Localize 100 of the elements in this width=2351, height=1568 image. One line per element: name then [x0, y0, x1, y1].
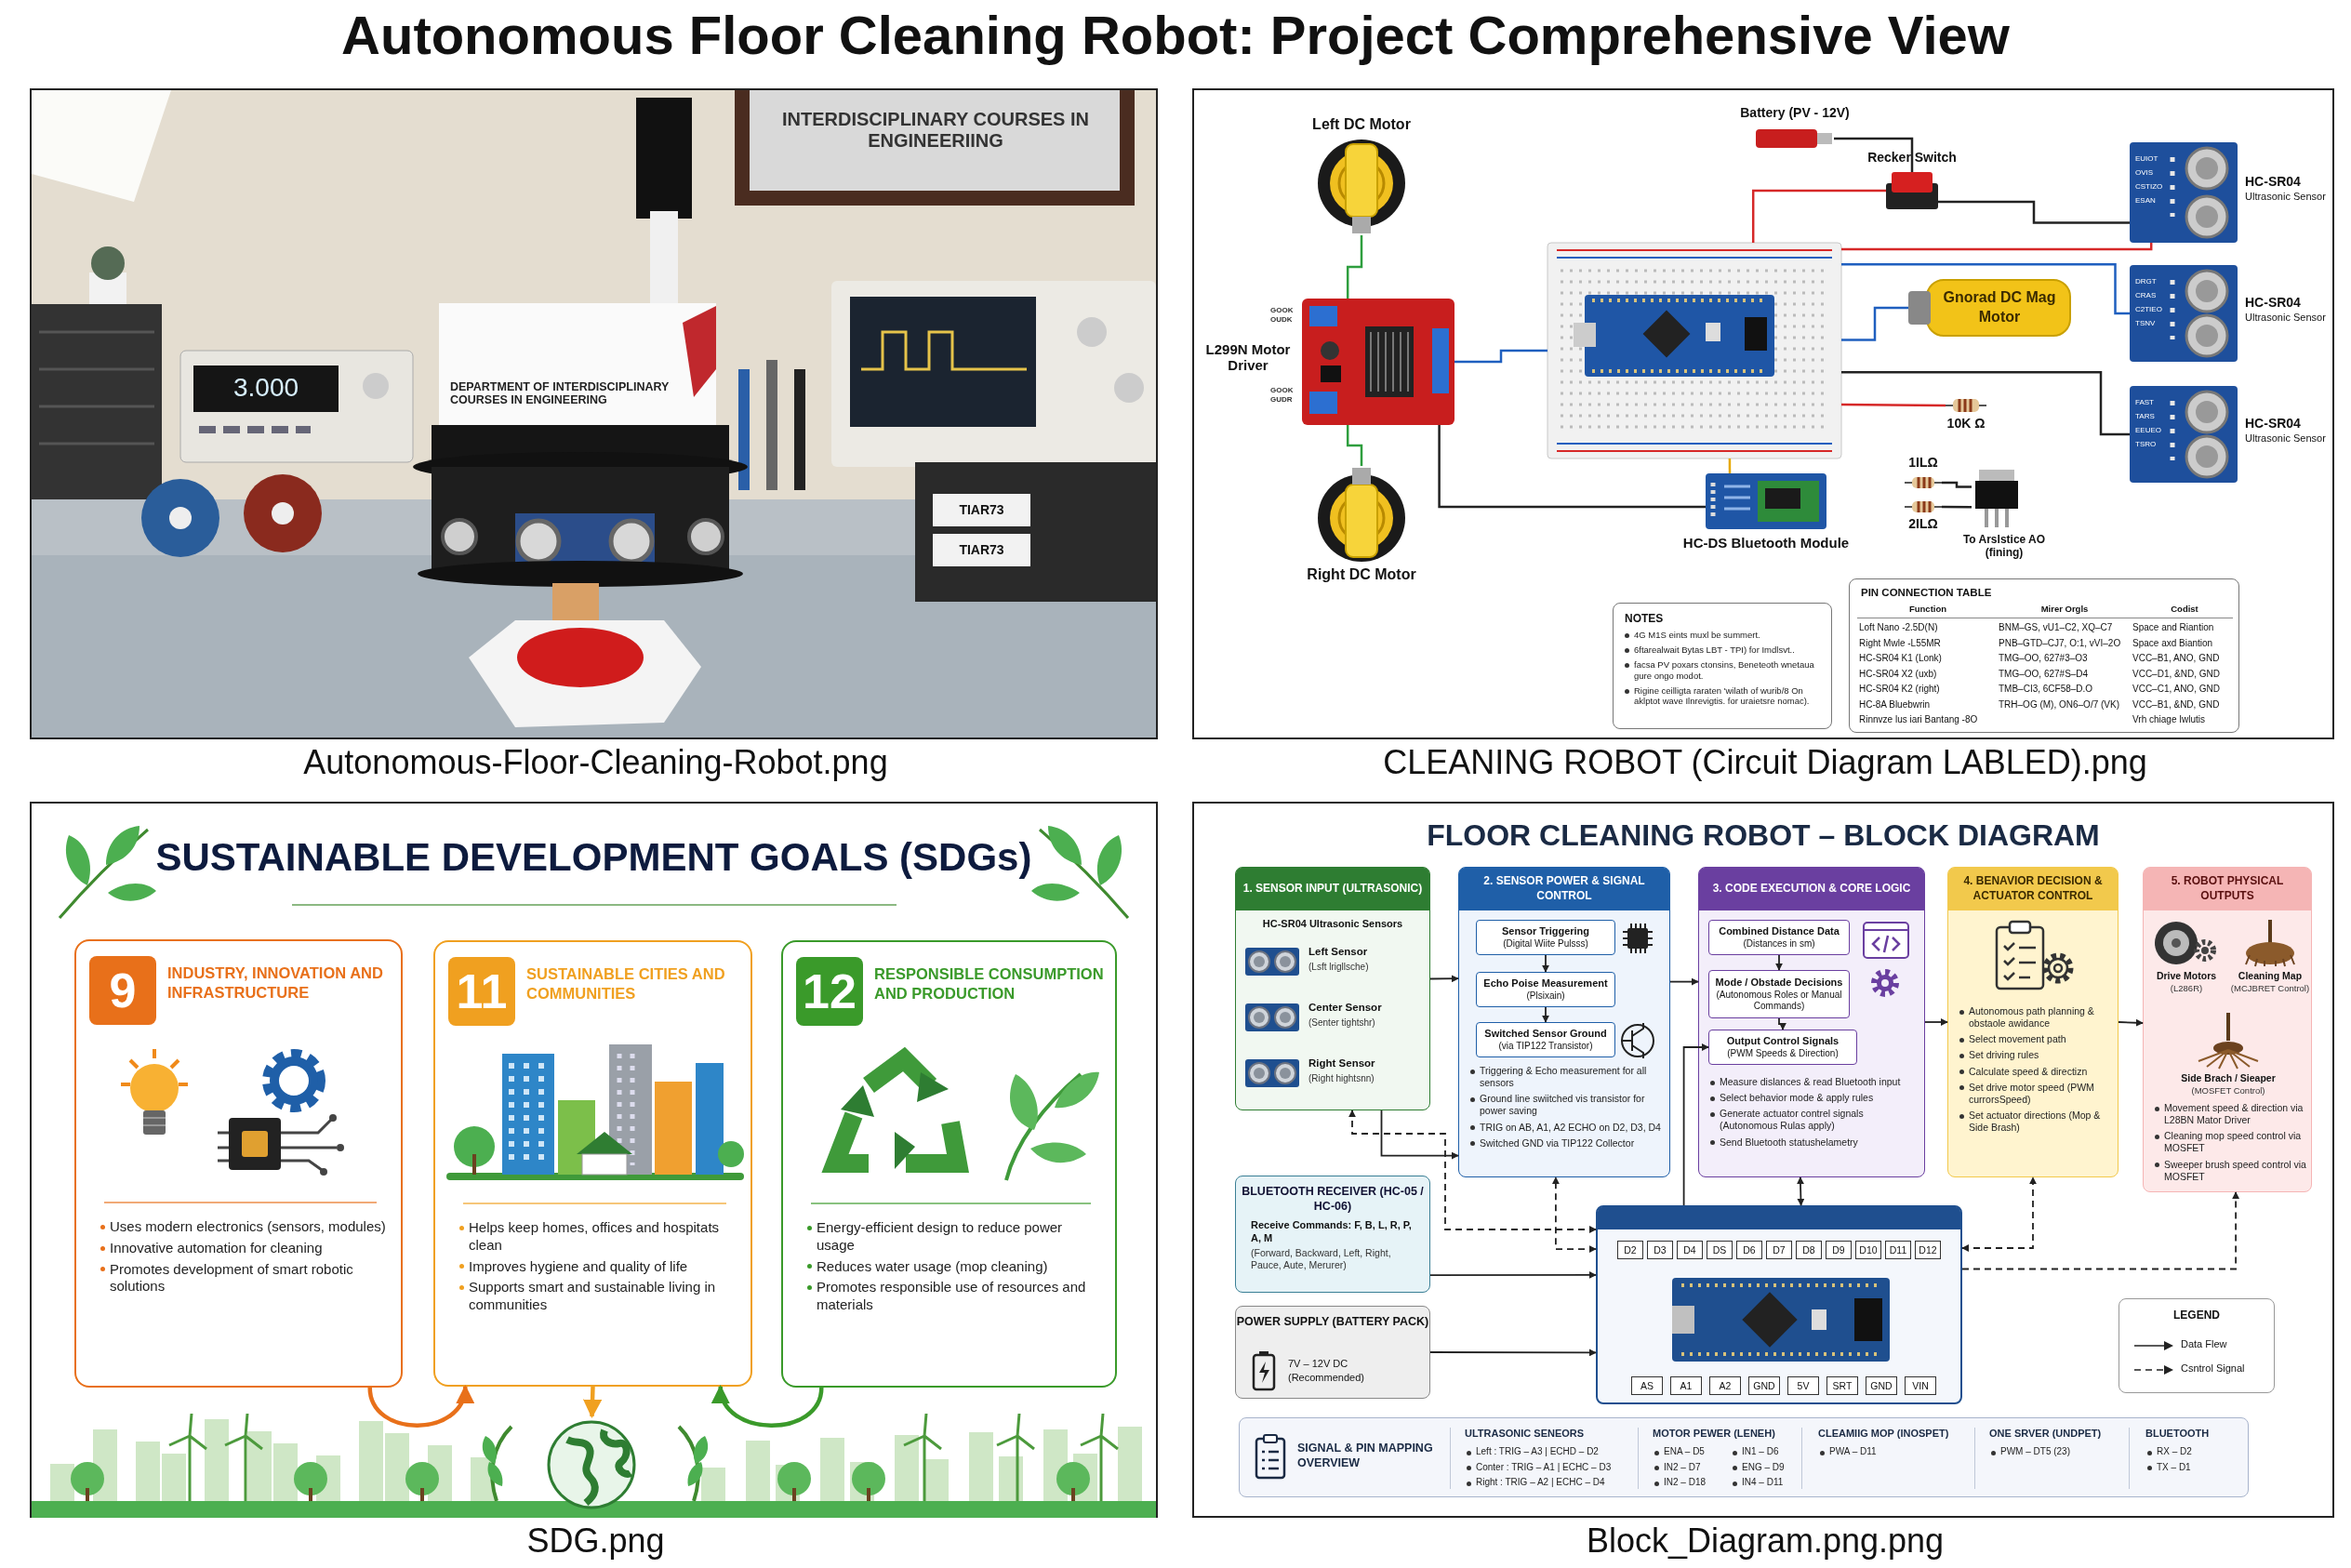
process-detail: (Digital Wiite Pulsss)	[1503, 937, 1588, 950]
item-detail: (MCJBRET Control)	[2229, 983, 2311, 993]
terminal-label: GOOK GUDR	[1270, 386, 1295, 405]
process-detail: (via TIP122 Transistor)	[1498, 1040, 1593, 1052]
pin-label: VIN	[1905, 1376, 1936, 1395]
image-caption: Block_Diagram.png.png	[1585, 1521, 1946, 1561]
arrow	[1961, 1191, 2240, 1270]
process-title: Switched Sensor Ground	[1484, 1028, 1607, 1041]
bullet-text: IN1 – D6	[1731, 1446, 1809, 1458]
wire	[1834, 137, 1914, 172]
stage-header: 3. CODE EXECUTION & CORE LOGIC	[1699, 868, 1924, 910]
component-label: 10K Ω	[1946, 416, 1986, 431]
box-heading: BLUETOOTH RECEIVER (HC-05 / HC-06)	[1241, 1184, 1425, 1215]
arrow	[1541, 1006, 1550, 1023]
wire	[1938, 200, 2130, 224]
wire	[1454, 349, 1547, 364]
power-supply-box	[1235, 1306, 1430, 1399]
pin-label: D10	[1855, 1241, 1881, 1259]
bullet-text: Generate actuator contrel signals (Autonomous Rulas apply)	[1708, 1108, 1920, 1133]
component-label: 2ILΩ	[1907, 516, 1939, 531]
command-list: Receive Commands: F, B, L, R, P, A, M	[1251, 1219, 1422, 1245]
bullet-text: Set driving rules	[1958, 1049, 2114, 1062]
goal-heading: SUSTAINABLE CITIES AND COMMUNITIES	[526, 964, 726, 1004]
command-detail: (Forward, Backward, Left, Right, Pauce, Aute, Merurer)	[1251, 1246, 1392, 1271]
goal-number-badge: 12	[796, 957, 863, 1026]
image-caption: SDG.png	[525, 1521, 666, 1561]
table-cell-text: Space and Riantion	[2132, 622, 2215, 632]
box-heading: POWER SUPPLY (BATTERY PACK)	[1236, 1314, 1429, 1330]
legend-text: Csntrol Signal	[2181, 1362, 2246, 1374]
wire	[1841, 370, 2130, 436]
process-detail: (Plsixain)	[1526, 990, 1565, 1002]
arrow	[1682, 1043, 1709, 1206]
component-label: Left DC Motor	[1311, 116, 1412, 133]
meter-reading: 3.000	[232, 373, 300, 403]
panel-heading: FLOOR CLEANING ROBOT – BLOCK DIAGRAM	[1426, 818, 2101, 853]
bullet-text: Measure dislances & read Bluetooth input	[1708, 1076, 1920, 1089]
bullet-text: Set actuator directions (Mop & Side Brash)	[1958, 1109, 2114, 1135]
bullet-text: TRIG on AB, A1, A2 ECHO on D2, D3, D4	[1468, 1121, 1666, 1134]
bullet-text: Energy-efficient design to reduce power usage	[805, 1219, 1100, 1255]
pin-labels: FAST TARS EEUEO TSRO	[2135, 397, 2162, 450]
bullet-text: TX – D1	[2145, 1461, 2320, 1473]
table-header: Codist	[2170, 604, 2199, 614]
table-cell-text: Vrh chiage Iwlutis	[2132, 714, 2206, 724]
item-detail: (Senter tightshr)	[1308, 1017, 1376, 1028]
bullet-text: Conter : TRIG – A1 | ECHC – D3	[1465, 1461, 1640, 1473]
wire	[1942, 481, 1972, 488]
table-cell-text: VCC–D1, &ND, GND	[2132, 668, 2221, 679]
supply-detail: 7V – 12V DC (Recommended)	[1288, 1357, 1365, 1385]
goal-card	[433, 940, 752, 1387]
process-box	[1708, 1030, 1857, 1065]
legend-text: Data Flew	[2181, 1338, 2228, 1349]
item-title: Cleaning Map	[2237, 970, 2304, 981]
bullet-text: Switched GND via TIP122 Collector	[1468, 1136, 1666, 1149]
process-box	[1708, 920, 1850, 955]
arrow	[1541, 954, 1550, 973]
motor-label: Gnorad DC Mag Motor	[1942, 288, 2057, 326]
item-title: Left Sensor	[1308, 946, 1369, 957]
pin-label: D8	[1796, 1241, 1822, 1259]
pin-label: D9	[1826, 1241, 1852, 1259]
legend-title: LEGEND	[2172, 1309, 2221, 1322]
wire	[1438, 425, 1706, 509]
page-title: Autonomous Floor Cleaning Robot: Project Comprehensive View	[340, 4, 2011, 66]
pin-label: A2	[1709, 1376, 1741, 1395]
table-cell-text: HC-SR04 K2 (right)	[1859, 684, 1941, 694]
arrow	[1380, 1110, 1459, 1160]
bullet-text: Calculate speed & directizn	[1958, 1065, 2114, 1078]
bullet-text: IN2 – D7	[1653, 1461, 1731, 1473]
column-heading: BLUETOOTH	[2145, 1428, 2211, 1439]
stage-header: 5. ROBOT PHYSICAL OUTPUTS	[2144, 868, 2311, 910]
drawer-label: TIAR73	[958, 502, 1005, 517]
bullet-text: Supports smart and sustainable living in communities	[458, 1279, 736, 1314]
table-cell-text: Loft Nano -2.5D(N)	[1859, 622, 1939, 632]
table-cell-text: Right Mwle -L55MR	[1859, 637, 1942, 648]
bullet-text: Select behavior mode & apply rules	[1708, 1092, 1920, 1105]
plaque-text: INTERDISCIPLINARY COURSES IN ENGINEERIING	[780, 109, 1090, 152]
pin-label: D4	[1677, 1241, 1703, 1259]
stage-header: 1. SENSOR INPUT (ULTRASONIC)	[1236, 868, 1429, 910]
bullet-text: 4G M1S eints muxl be summert.	[1623, 630, 1826, 641]
bullet-text: Innovative automation for cleaning	[99, 1239, 386, 1257]
pin-label: A1	[1670, 1376, 1702, 1395]
column-heading: ULTRASONIC SENEORS	[1465, 1428, 1586, 1439]
process-title: Output Control Signals	[1726, 1035, 1840, 1048]
bullet-text: Select movement path	[1958, 1033, 2114, 1046]
receiver-box	[1235, 1176, 1430, 1293]
bullet-text: Promotes responsible use of resources and materials	[805, 1279, 1100, 1314]
wire	[1346, 425, 1363, 466]
mapping-heading: SIGNAL & PIN MAPPING OVERVIEW	[1297, 1441, 1434, 1471]
component-label: HC-DS Bluetooth Module	[1681, 535, 1851, 551]
process-box	[1476, 1022, 1615, 1057]
component-subtitle: Ultrasonic Sensor	[2245, 312, 2327, 323]
wire	[1346, 235, 1363, 299]
controller-board-box	[1596, 1205, 1962, 1404]
component-label: Right DC Motor	[1306, 566, 1417, 583]
pin-label: DS	[1707, 1241, 1733, 1259]
wire	[1728, 458, 1732, 473]
arrow	[1429, 975, 1459, 983]
image-caption: CLEANING ROBOT (Circuit Diagram LABLED).png	[1382, 743, 2148, 782]
item-detail: (Lsft lrigllsche)	[1308, 962, 1370, 972]
bullet-text: IN4 – D11	[1731, 1477, 1809, 1489]
pin-label: AS	[1631, 1376, 1663, 1395]
